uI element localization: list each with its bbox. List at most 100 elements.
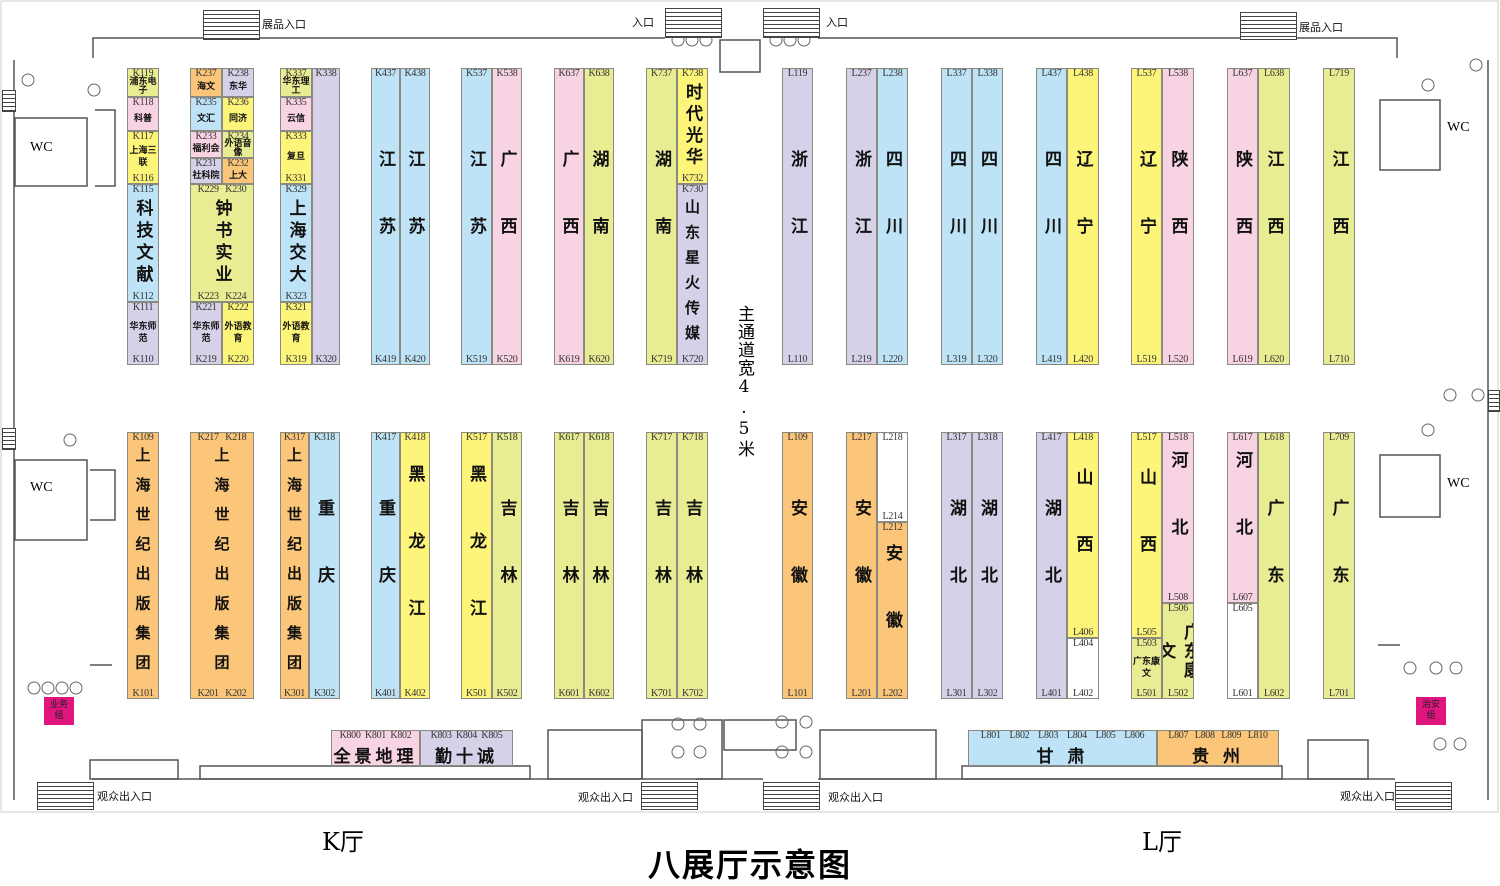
stairs-entrance-center-left <box>665 8 722 38</box>
booth-number-top: K231 <box>195 158 217 169</box>
booth-number-top: K417 <box>374 432 397 443</box>
exhibitor-name: 浙江 <box>851 149 871 284</box>
booth-number-bottom: L201 <box>851 688 872 699</box>
booth-number-bottom: K116 <box>132 173 154 184</box>
exhibitor-name: 广西 <box>558 149 579 284</box>
booth-number-top: K317 <box>283 432 306 443</box>
booth-number-top: L238 <box>882 68 903 79</box>
booth-number-top: K337 <box>285 68 307 79</box>
booth-number-top: K217 K218 <box>197 432 247 443</box>
hall-l-label: L厅 <box>1142 828 1182 856</box>
booth-number-bottom: K620 <box>588 354 610 365</box>
booth-number-bottom: K302 <box>313 688 336 699</box>
booth-number-top: L109 <box>787 432 808 443</box>
booth-number-top: K718 <box>681 432 704 443</box>
booth-number-bottom: L505 <box>1136 627 1157 638</box>
booth-number-top: L404 <box>1073 638 1093 649</box>
exhibitor-name: 四川 <box>882 149 902 284</box>
booth-number-bottom: L502 <box>1168 688 1188 699</box>
booth-number-top: K333 <box>285 131 307 142</box>
stairs-entrance-center-right <box>763 8 820 38</box>
booth-number-top: L212 <box>882 522 903 533</box>
booth-number-top: L719 <box>1329 68 1349 79</box>
